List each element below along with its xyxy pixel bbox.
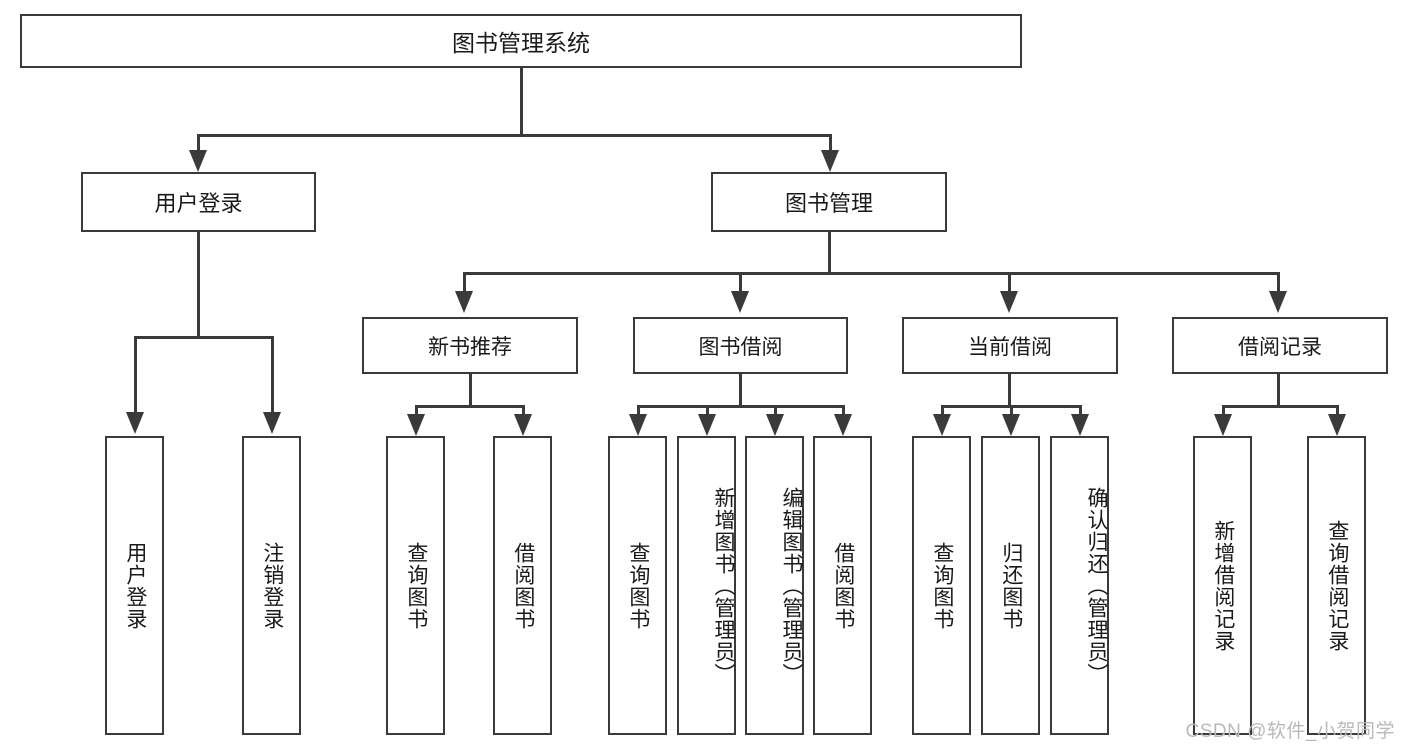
arrow-leaf-add-record [1214, 414, 1232, 436]
connector-bb-drop-4 [842, 405, 845, 417]
connector-root-bus [197, 134, 831, 137]
connector-book-management-stem [828, 232, 831, 274]
connector-bm-drop-3 [1008, 272, 1011, 294]
node-label: 编辑图书（管理员） [780, 486, 803, 685]
connector-to-book-management [829, 134, 832, 154]
node-user-login[interactable]: 用户登录 [81, 172, 316, 232]
connector-cb-stem [1008, 374, 1011, 407]
arrow-leaf-logout-login [263, 412, 281, 434]
node-label: 查询图书 [626, 541, 650, 630]
connector-cb-drop-2 [1010, 405, 1013, 417]
node-label: 用户登录 [123, 541, 147, 630]
connector-bb-stem [739, 374, 742, 407]
node-leaf-query-book-3[interactable]: 查询图书 [912, 436, 971, 735]
node-label: 当前借阅 [968, 335, 1052, 359]
node-leaf-add-record[interactable]: 新增借阅记录 [1193, 436, 1252, 735]
connector-cb-drop-1 [941, 405, 944, 417]
node-leaf-query-book-2[interactable]: 查询图书 [608, 436, 667, 735]
arrow-leaf-edit-book [766, 414, 784, 436]
arrow-leaf-add-book [698, 414, 716, 436]
node-borrow-record[interactable]: 借阅记录 [1172, 317, 1388, 374]
node-label: 查询图书 [930, 541, 954, 630]
connector-bm-drop-2 [739, 272, 742, 294]
node-leaf-edit-book[interactable]: 编辑图书（管理员） [745, 436, 804, 735]
node-label: 注销登录 [260, 541, 284, 630]
node-label: 借阅记录 [1238, 335, 1322, 359]
node-leaf-user-login[interactable]: 用户登录 [105, 436, 164, 735]
node-leaf-query-record[interactable]: 查询借阅记录 [1307, 436, 1366, 735]
connector-bb-drop-2 [706, 405, 709, 417]
node-label: 新增借阅记录 [1211, 519, 1235, 652]
connector-nbr-stem [469, 374, 472, 407]
node-leaf-query-book-1[interactable]: 查询图书 [386, 436, 445, 735]
watermark-text: CSDN @软件_小贺同学 [1185, 721, 1395, 742]
arrow-leaf-query-record [1328, 414, 1346, 436]
node-label: 图书管理系统 [452, 30, 590, 56]
node-book-borrow[interactable]: 图书借阅 [633, 317, 848, 374]
connector-br-bus [1222, 405, 1339, 408]
node-root-system[interactable]: 图书管理系统 [20, 14, 1022, 68]
node-label: 用户登录 [154, 191, 243, 216]
node-label: 新增图书（管理员） [712, 486, 735, 685]
connector-root-stem [520, 68, 523, 136]
arrow-leaf-return-book [1002, 414, 1020, 436]
arrow-to-book-management [821, 150, 839, 172]
node-leaf-add-book[interactable]: 新增图书（管理员） [677, 436, 736, 735]
node-new-book-recommend[interactable]: 新书推荐 [362, 317, 578, 374]
node-leaf-borrow-book-2[interactable]: 借阅图书 [813, 436, 872, 735]
arrow-leaf-query-book-3 [933, 414, 951, 436]
node-label: 借阅图书 [511, 541, 535, 630]
node-book-management[interactable]: 图书管理 [711, 172, 947, 232]
arrow-to-borrow-record [1269, 291, 1287, 313]
connector-cb-drop-3 [1079, 405, 1082, 417]
connector-bb-drop-3 [774, 405, 777, 417]
connector-user-login-bus [134, 336, 274, 339]
connector-bb-drop-1 [637, 405, 640, 417]
node-leaf-logout-login[interactable]: 注销登录 [242, 436, 301, 735]
connector-user-login-drop-1 [134, 336, 137, 416]
arrow-leaf-confirm-return [1071, 414, 1089, 436]
node-leaf-return-book[interactable]: 归还图书 [981, 436, 1040, 735]
connector-nbr-drop-2 [522, 405, 525, 417]
node-label: 查询图书 [404, 541, 428, 630]
connector-bm-drop-1 [463, 272, 466, 294]
arrow-to-current-borrow [1000, 291, 1018, 313]
connector-nbr-drop-1 [415, 405, 418, 417]
arrow-leaf-borrow-book-2 [834, 414, 852, 436]
connector-bm-drop-4 [1277, 272, 1280, 294]
arrow-leaf-borrow-book-1 [514, 414, 532, 436]
arrow-to-user-login [189, 150, 207, 172]
arrow-to-new-book-recommend [455, 291, 473, 313]
connector-bb-bus [637, 405, 845, 408]
connector-user-login-drop-2 [271, 336, 274, 416]
connector-br-drop-1 [1222, 405, 1225, 417]
node-label: 新书推荐 [428, 335, 512, 359]
node-current-borrow[interactable]: 当前借阅 [902, 317, 1118, 374]
node-label: 图书借阅 [698, 335, 783, 359]
node-label: 归还图书 [999, 541, 1023, 630]
connector-user-login-stem [197, 232, 200, 338]
node-leaf-confirm-return[interactable]: 确认归还（管理员） [1050, 436, 1109, 735]
node-label: 图书管理 [784, 191, 873, 216]
arrow-leaf-user-login [126, 412, 144, 434]
connector-book-management-bus [463, 272, 1278, 275]
node-label: 查询借阅记录 [1325, 519, 1349, 652]
node-label: 借阅图书 [831, 541, 855, 630]
arrow-to-book-borrow [731, 291, 749, 313]
node-label: 确认归还（管理员） [1085, 486, 1108, 685]
node-leaf-borrow-book-1[interactable]: 借阅图书 [493, 436, 552, 735]
arrow-leaf-query-book-2 [629, 414, 647, 436]
connector-nbr-bus [415, 405, 525, 408]
connector-br-drop-2 [1336, 405, 1339, 417]
arrow-leaf-query-book-1 [407, 414, 425, 436]
connector-to-user-login [197, 134, 200, 154]
connector-br-stem [1277, 374, 1280, 407]
